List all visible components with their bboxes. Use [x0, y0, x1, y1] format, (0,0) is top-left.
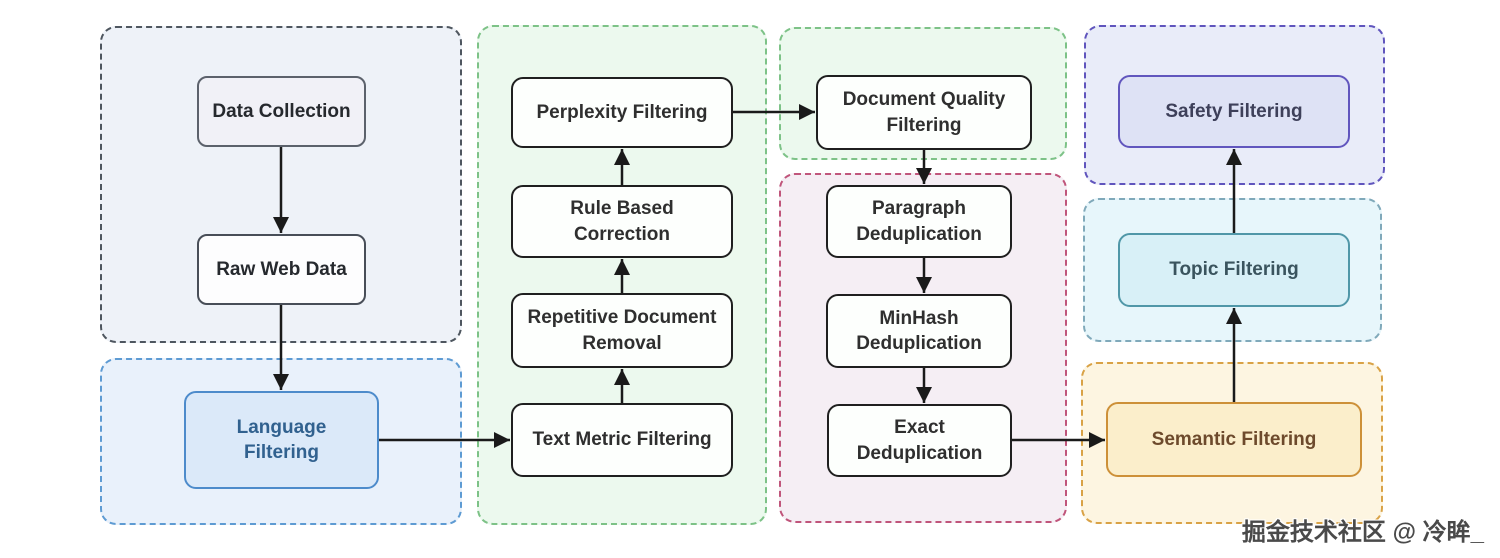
- node-paragraph-deduplication: Paragraph Deduplication: [826, 185, 1012, 258]
- node-repetitive-document-removal: Repetitive Document Removal: [511, 293, 733, 368]
- node-semantic-filtering: Semantic Filtering: [1106, 402, 1362, 477]
- node-exact-deduplication: Exact Deduplication: [827, 404, 1012, 477]
- node-raw-web-data: Raw Web Data: [197, 234, 366, 305]
- node-language-filtering: Language Filtering: [184, 391, 379, 489]
- node-topic-filtering: Topic Filtering: [1118, 233, 1350, 307]
- watermark-text: 掘金技术社区 @ 冷眸_: [1241, 519, 1484, 546]
- node-rule-based-correction: Rule Based Correction: [511, 185, 733, 258]
- node-minhash-deduplication: MinHash Deduplication: [826, 294, 1012, 368]
- node-text-metric-filtering: Text Metric Filtering: [511, 403, 733, 477]
- node-safety-filtering: Safety Filtering: [1118, 75, 1350, 148]
- node-perplexity-filtering: Perplexity Filtering: [511, 77, 733, 148]
- node-data-collection: Data Collection: [197, 76, 366, 147]
- node-document-quality-filtering: Document Quality Filtering: [816, 75, 1032, 150]
